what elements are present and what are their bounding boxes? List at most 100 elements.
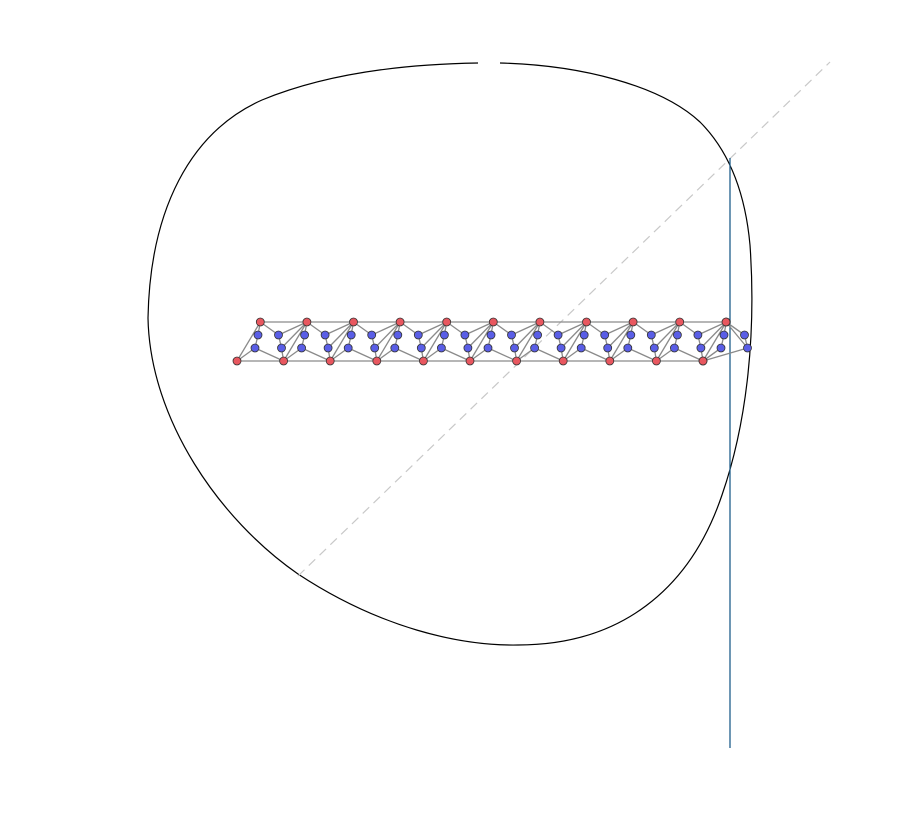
chain-bond	[420, 321, 448, 349]
chain-bond	[655, 321, 681, 362]
inner-atom	[533, 330, 542, 340]
inner-atom	[274, 330, 283, 340]
inner-atom	[553, 330, 563, 340]
chain-bond	[374, 321, 401, 349]
chain-bond	[467, 321, 494, 349]
inner-atom	[393, 330, 403, 340]
inner-atom	[716, 343, 726, 353]
molecular-chain	[232, 317, 752, 366]
inner-atom	[696, 343, 706, 353]
chain-bond	[562, 321, 588, 362]
chain-bond	[278, 321, 308, 336]
outer-atom	[442, 317, 452, 327]
chain-bond	[371, 321, 401, 336]
inner-atom	[323, 343, 333, 353]
chain-bonds	[236, 321, 749, 362]
outer-atom	[721, 317, 731, 327]
inner-atom	[693, 330, 703, 340]
chain-bond	[394, 347, 424, 362]
chain-bond	[627, 347, 657, 362]
outer-atom	[395, 317, 405, 327]
inner-atom	[670, 343, 679, 353]
chain-bond	[376, 321, 401, 362]
inner-atom	[346, 330, 356, 340]
outer-atom	[605, 356, 615, 366]
outer-atom	[488, 317, 498, 327]
outer-atom	[349, 317, 358, 327]
outer-atom	[418, 356, 428, 366]
inner-atom	[413, 330, 423, 340]
outer-atom	[512, 356, 521, 366]
chain-bond	[469, 321, 494, 362]
chain-atoms	[232, 317, 752, 366]
outer-atom	[372, 356, 382, 366]
chain-bond	[236, 321, 261, 362]
inner-atom	[673, 330, 682, 340]
chain-bond	[580, 347, 611, 362]
outer-atom	[465, 356, 475, 366]
loop-outline	[147, 62, 753, 646]
chain-bond	[651, 321, 680, 336]
chain-bond	[418, 321, 447, 336]
chain-bond	[329, 321, 355, 362]
inner-atom	[343, 343, 353, 353]
outer-atom	[535, 317, 545, 327]
inner-atom	[626, 330, 636, 340]
outer-atom	[675, 317, 685, 327]
inner-atom	[556, 343, 566, 353]
chain-bond	[327, 321, 354, 349]
chain-bond	[347, 347, 378, 362]
outer-atom	[232, 356, 242, 366]
inner-atom	[719, 330, 729, 340]
inner-atom	[436, 343, 446, 353]
chain-bond	[607, 321, 634, 349]
chain-bond	[487, 347, 517, 362]
inner-atom	[416, 343, 426, 353]
inner-atom	[253, 330, 263, 340]
inner-atom	[367, 330, 377, 340]
outer-atom	[279, 356, 289, 366]
outer-atom	[558, 356, 568, 366]
inner-atom	[740, 330, 749, 340]
inner-atom	[320, 330, 330, 340]
chain-bond	[254, 347, 284, 362]
chain-bond	[511, 321, 541, 336]
chain-bond	[422, 321, 448, 362]
inner-atom	[460, 330, 470, 340]
inner-atom	[300, 330, 310, 340]
outer-atom	[255, 317, 265, 327]
chain-bond	[560, 321, 587, 349]
chain-bond	[702, 321, 727, 362]
inner-atom	[250, 343, 260, 353]
chain-bond	[674, 347, 704, 362]
chain-bond	[514, 321, 541, 349]
diagonal-dashed-line	[297, 61, 831, 577]
chain-bond	[516, 321, 541, 362]
chain-bond	[324, 321, 354, 336]
inner-atom	[603, 343, 613, 353]
outer-atom	[652, 356, 661, 366]
chain-bond	[283, 321, 308, 362]
inner-atom	[507, 330, 516, 340]
inner-atom	[623, 343, 633, 353]
chain-bond	[604, 321, 634, 336]
inner-atom	[646, 330, 656, 340]
inner-atom	[370, 343, 380, 353]
inner-atom	[390, 343, 400, 353]
chain-bond	[700, 321, 727, 349]
inner-atom	[649, 343, 659, 353]
chain-bond	[557, 321, 587, 336]
inner-atom	[576, 343, 586, 353]
chain-bond	[609, 321, 634, 362]
inner-atom	[463, 343, 473, 353]
chain-bond	[534, 347, 564, 362]
inner-atom	[486, 330, 496, 340]
chain-bond	[725, 321, 749, 349]
chain-bond	[464, 321, 494, 336]
inner-atom	[439, 330, 449, 340]
chain-bond	[281, 321, 308, 349]
outer-atom	[325, 356, 335, 366]
chain-bond	[301, 347, 331, 362]
chain-bond	[697, 321, 727, 336]
